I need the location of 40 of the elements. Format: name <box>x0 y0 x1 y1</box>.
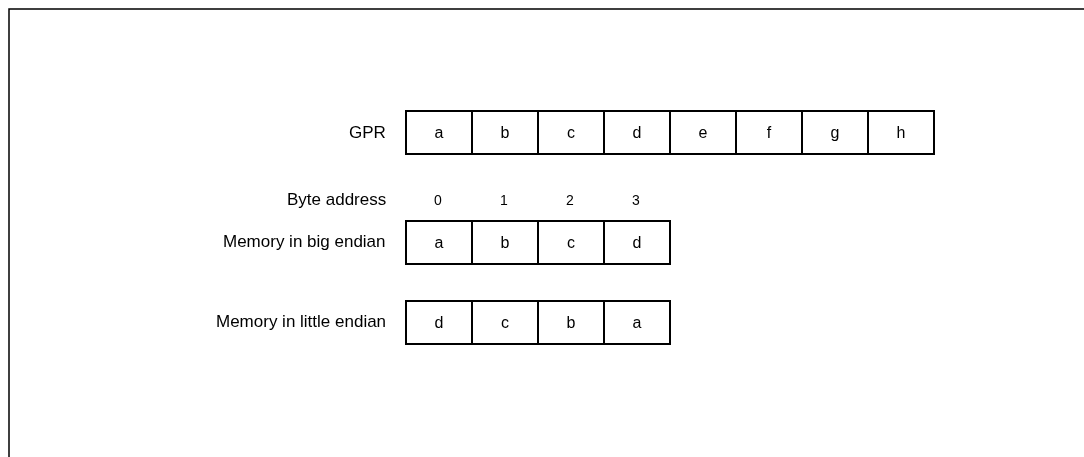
byte-cell <box>669 110 737 155</box>
byte-value: f <box>766 123 772 142</box>
byte-address-number: 3 <box>632 191 640 210</box>
byte-value: c <box>501 313 509 332</box>
byte-value: h <box>896 123 906 142</box>
byte-value: d <box>632 233 642 252</box>
byte-value: d <box>632 123 642 142</box>
row-label: Memory in little endian <box>216 312 387 332</box>
byte-cell <box>801 110 869 155</box>
byte-cell <box>405 220 473 265</box>
byte-value: a <box>434 233 444 252</box>
byte-cell <box>537 110 605 155</box>
byte-value: c <box>567 233 575 252</box>
byte-value: b <box>500 233 510 252</box>
byte-value: b <box>566 313 576 332</box>
byte-cell <box>603 110 671 155</box>
byte-value: b <box>500 123 510 142</box>
byte-value: c <box>567 123 575 142</box>
row-label: GPR <box>349 123 386 143</box>
byte-cell <box>471 300 539 345</box>
byte-address-number: 1 <box>500 191 508 210</box>
byte-value: e <box>698 123 708 142</box>
row-label: Memory in big endian <box>223 232 386 252</box>
byte-cell <box>603 220 671 265</box>
byte-cell <box>471 220 539 265</box>
byte-value: a <box>434 123 444 142</box>
byte-value: d <box>434 313 444 332</box>
byte-cell <box>735 110 803 155</box>
byte-address-number: 0 <box>434 191 442 210</box>
byte-cell <box>537 300 605 345</box>
byte-value: g <box>830 123 840 142</box>
row-label: Byte address <box>287 190 387 210</box>
byte-cell <box>537 220 605 265</box>
byte-cell <box>867 110 935 155</box>
byte-address-number: 2 <box>566 191 574 210</box>
byte-cell <box>603 300 671 345</box>
byte-value: a <box>632 313 642 332</box>
byte-cell <box>471 110 539 155</box>
byte-cell <box>405 300 473 345</box>
byte-cell <box>405 110 473 155</box>
